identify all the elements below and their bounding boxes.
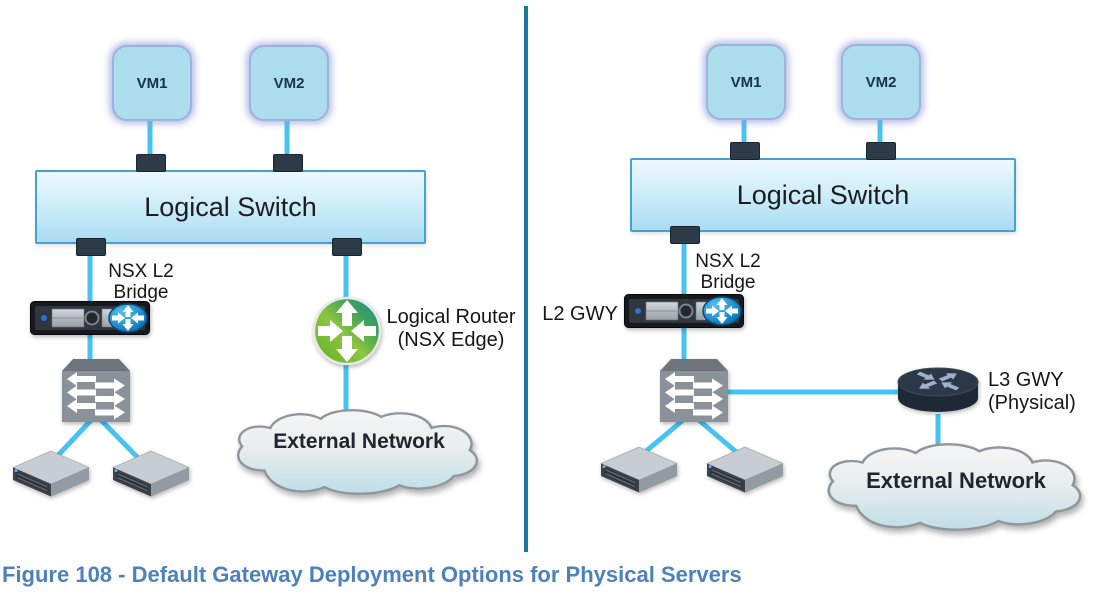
vm-label: VM2 bbox=[865, 73, 897, 91]
switch-port bbox=[670, 226, 700, 244]
logical-router-icon bbox=[311, 295, 383, 367]
vm-label: VM1 bbox=[136, 74, 168, 92]
cloud-label: External Network bbox=[866, 468, 1046, 493]
server-icon bbox=[600, 446, 678, 504]
figure-caption: Figure 108 - Default Gateway Deployment … bbox=[2, 562, 742, 587]
physical-switch-icon bbox=[660, 358, 728, 422]
logical-router-label: Logical Router (NSX Edge) bbox=[386, 306, 516, 351]
logical-switch-left: Logical Switch bbox=[35, 170, 426, 244]
vm-box-left-1: VM1 bbox=[112, 45, 192, 121]
switch-port bbox=[136, 154, 166, 172]
nsx-l2-bridge-label-right: NSX L2 Bridge bbox=[695, 251, 761, 293]
server-icon bbox=[112, 450, 190, 508]
nsx-l2-bridge-label-left: NSX L2 Bridge bbox=[108, 261, 174, 303]
logical-switch-right: Logical Switch bbox=[630, 158, 1016, 232]
physical-switch-icon bbox=[62, 358, 130, 422]
server-icon bbox=[706, 446, 784, 504]
l2-bridge-appliance-icon bbox=[30, 301, 150, 335]
l2-bridge-appliance-icon bbox=[624, 294, 744, 328]
logical-switch-label: Logical Switch bbox=[736, 179, 910, 210]
l3-router-icon bbox=[896, 364, 980, 422]
switch-port bbox=[76, 238, 106, 256]
vm-box-right-1: VM1 bbox=[706, 44, 786, 120]
vm-box-left-2: VM2 bbox=[249, 45, 329, 121]
external-network-cloud-right: External Network bbox=[818, 438, 1094, 536]
switch-port bbox=[730, 142, 760, 160]
l2-gwy-label: L2 GWY bbox=[542, 303, 618, 325]
server-icon bbox=[12, 450, 90, 508]
vm-label: VM2 bbox=[273, 74, 305, 92]
vm-label: VM1 bbox=[730, 73, 762, 91]
switch-port bbox=[332, 238, 362, 256]
switch-port bbox=[273, 154, 303, 172]
l3-gwy-label: L3 GWY (Physical) bbox=[988, 369, 1076, 414]
external-network-cloud-left: External Network bbox=[228, 404, 490, 500]
panel-divider bbox=[524, 6, 528, 552]
logical-switch-label: Logical Switch bbox=[144, 191, 317, 222]
switch-port bbox=[866, 142, 896, 160]
vm-box-right-2: VM2 bbox=[841, 44, 921, 120]
cloud-label: External Network bbox=[273, 430, 445, 453]
